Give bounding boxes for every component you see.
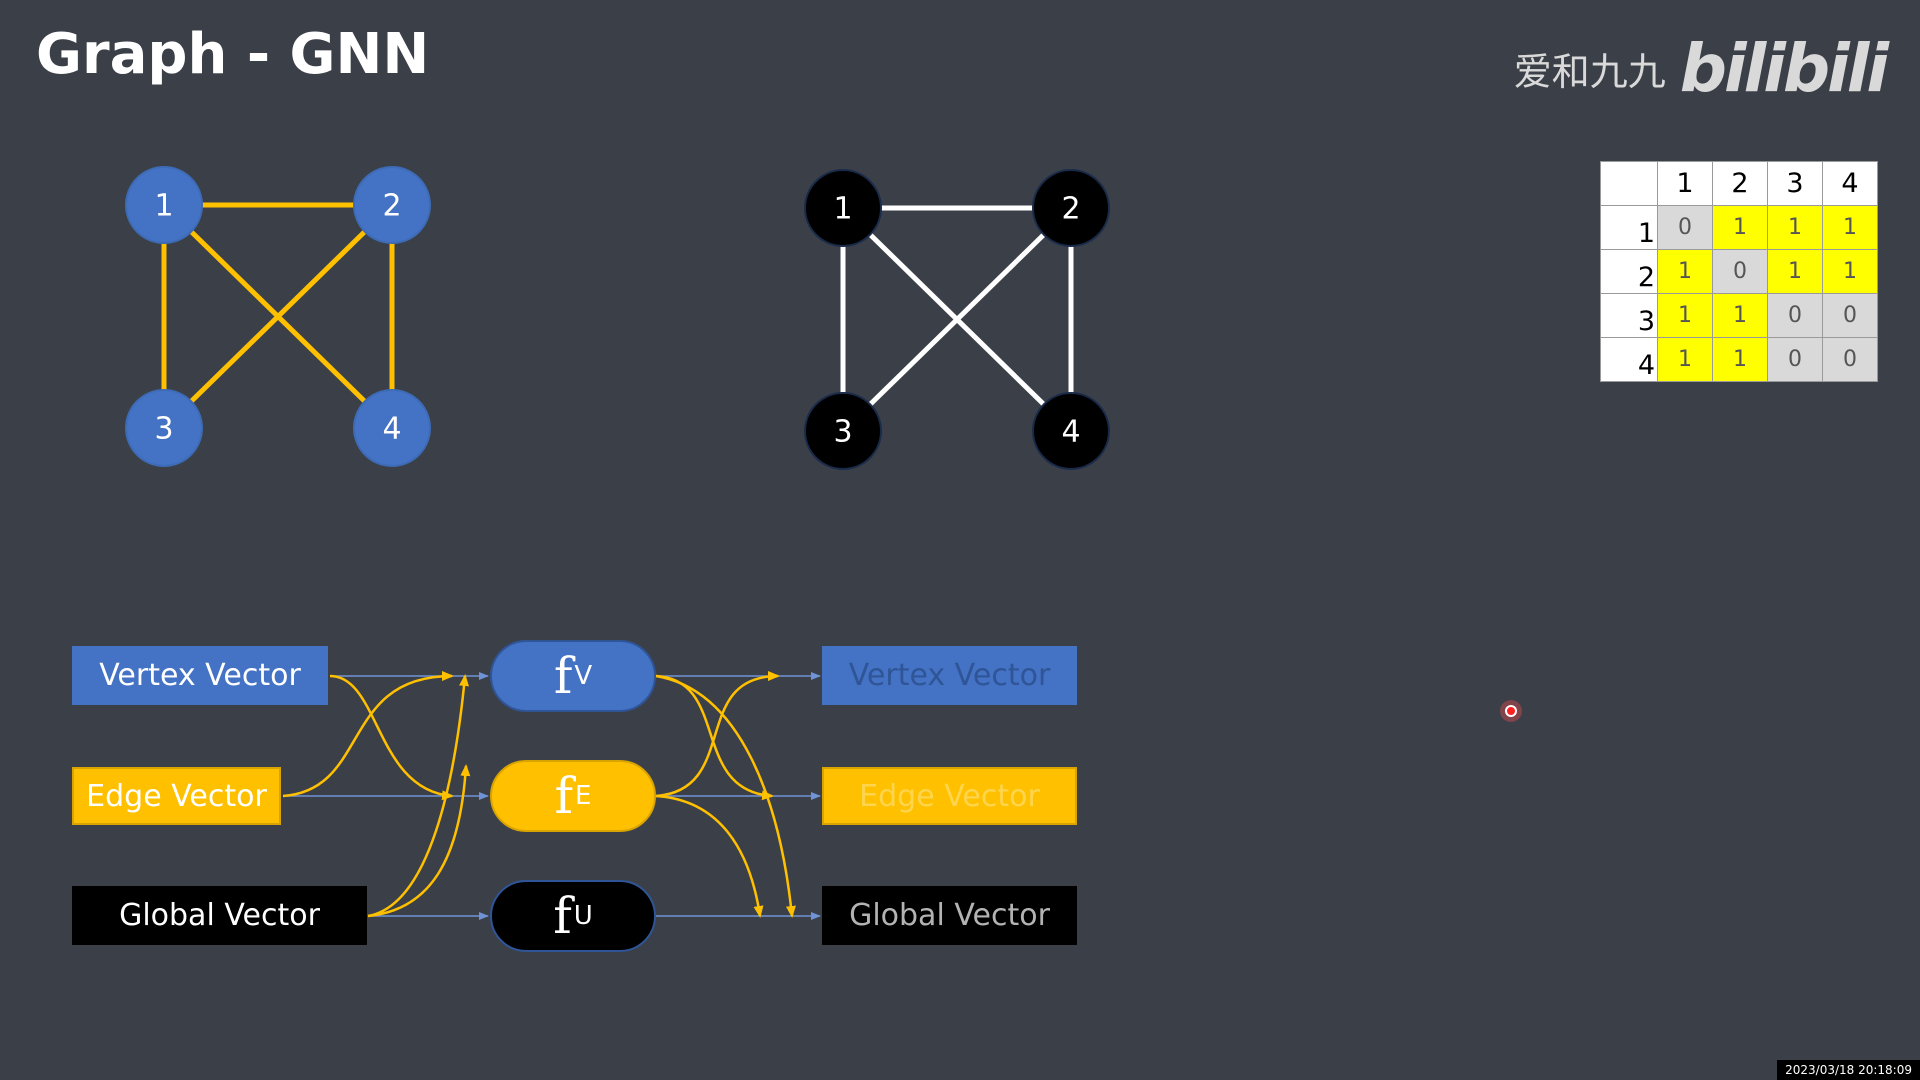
- matrix-cell: 1: [1657, 337, 1713, 382]
- matrix-cell: 1: [1822, 205, 1878, 250]
- graph-left-node-label: 4: [382, 412, 401, 447]
- graph-right-node-circle: [1032, 169, 1110, 247]
- function-fv-subscript: V: [574, 661, 593, 691]
- graph-right-node-label: 2: [1061, 192, 1080, 227]
- graph-right-nodes: 1 2 3 4: [804, 169, 1110, 470]
- graph-right-node-label: 1: [833, 192, 852, 227]
- graph-right-node-label: 4: [1061, 415, 1080, 450]
- graph-left-node-circle: [353, 389, 431, 467]
- graph-right-edges: [840, 205, 1074, 433]
- flow-curved-arrows: [282, 671, 796, 918]
- page-title: Graph - GNN: [36, 22, 430, 87]
- matrix-cell: 1: [1712, 205, 1768, 250]
- graph-right-node-label: 3: [833, 415, 852, 450]
- matrix-cell: 1: [1657, 293, 1713, 338]
- matrix-row-header: 2: [1600, 249, 1658, 294]
- arrow-fv-to-global-out: [655, 674, 796, 918]
- graph-left-node-2: 2: [353, 166, 431, 244]
- input-global-vector: Global Vector: [72, 886, 367, 945]
- output-vertex-vector: Vertex Vector: [822, 646, 1077, 705]
- output-global-vector: Global Vector: [822, 886, 1077, 945]
- matrix-cell: 1: [1767, 249, 1823, 294]
- graph-left-edges: [161, 202, 395, 430]
- function-fv-symbol: f: [553, 647, 573, 705]
- graph-right-node-3: 3: [804, 392, 882, 470]
- matrix-cell: 0: [1657, 205, 1713, 250]
- graph-left-node-circle: [125, 166, 203, 244]
- graph-left-node-circle: [125, 389, 203, 467]
- graph-right: 1 2 3 4: [804, 169, 1110, 470]
- arrow-global-to-fv: [367, 674, 470, 918]
- input-vertex-vector: Vertex Vector: [72, 646, 328, 705]
- arrow-fe-to-vertex-out: [655, 671, 780, 798]
- arrow-global-to-fe: [367, 764, 471, 918]
- graph-left-node-label: 1: [154, 189, 173, 224]
- graph-left-edge-2-3: [162, 203, 394, 430]
- graph-left-node-label: 2: [382, 189, 401, 224]
- matrix-cell: 0: [1822, 337, 1878, 382]
- matrix-row-header: 1: [1600, 205, 1658, 250]
- function-fu-subscript: U: [573, 901, 593, 931]
- function-fe-subscript: E: [575, 781, 592, 811]
- matrix-col-header: 3: [1767, 161, 1823, 206]
- matrix-cell: 1: [1822, 249, 1878, 294]
- watermark: 爱和九九 bilibili: [1513, 30, 1889, 107]
- graph-right-node-circle: [1032, 392, 1110, 470]
- timestamp: 2023/03/18 20:18:09: [1777, 1060, 1920, 1080]
- laser-pointer-icon: [1500, 700, 1522, 722]
- arrow-vertex-to-fe: [329, 674, 454, 801]
- matrix-cell: 0: [1767, 337, 1823, 382]
- matrix-row-header: 4: [1600, 337, 1658, 382]
- input-edge-vector: Edge Vector: [72, 767, 281, 825]
- matrix-col-header: 4: [1822, 161, 1878, 206]
- graph-left-node-label: 3: [154, 412, 173, 447]
- arrow-edge-to-fv: [282, 671, 454, 798]
- matrix-header-row: 1 2 3 4: [1600, 161, 1878, 206]
- matrix-cell: 1: [1767, 205, 1823, 250]
- watermark-name: 爱和九九: [1513, 50, 1666, 94]
- bilibili-logo: bilibili: [1679, 30, 1889, 107]
- function-fe-symbol: f: [554, 767, 574, 825]
- graph-left-node-3: 3: [125, 389, 203, 467]
- output-edge-vector: Edge Vector: [822, 767, 1077, 825]
- matrix-col-header: 1: [1657, 161, 1713, 206]
- graph-right-node-2: 2: [1032, 169, 1110, 247]
- matrix-cell: 1: [1712, 337, 1768, 382]
- matrix-cell: 0: [1712, 249, 1768, 294]
- function-fu-symbol: f: [553, 887, 572, 945]
- graph-right-node-1: 1: [804, 169, 882, 247]
- graph-right-node-4: 4: [1032, 392, 1110, 470]
- graph-right-edge-2-3: [841, 206, 1073, 433]
- graph-left-node-circle: [353, 166, 431, 244]
- matrix-corner: [1600, 161, 1658, 206]
- matrix-cell: 1: [1657, 249, 1713, 294]
- graph-left-nodes: 1 2 3 4: [125, 166, 431, 467]
- graph-right-node-circle: [804, 169, 882, 247]
- matrix-col-header: 2: [1712, 161, 1768, 206]
- graph-left: 1 2 3 4: [125, 166, 431, 467]
- arrow-fe-to-global-out: [655, 794, 764, 918]
- graph-right-node-circle: [804, 392, 882, 470]
- graph-left-node-1: 1: [125, 166, 203, 244]
- matrix-row-header: 3: [1600, 293, 1658, 338]
- matrix-cell: 0: [1822, 293, 1878, 338]
- matrix-cell: 1: [1712, 293, 1768, 338]
- graph-left-node-4: 4: [353, 389, 431, 467]
- matrix-cell: 0: [1767, 293, 1823, 338]
